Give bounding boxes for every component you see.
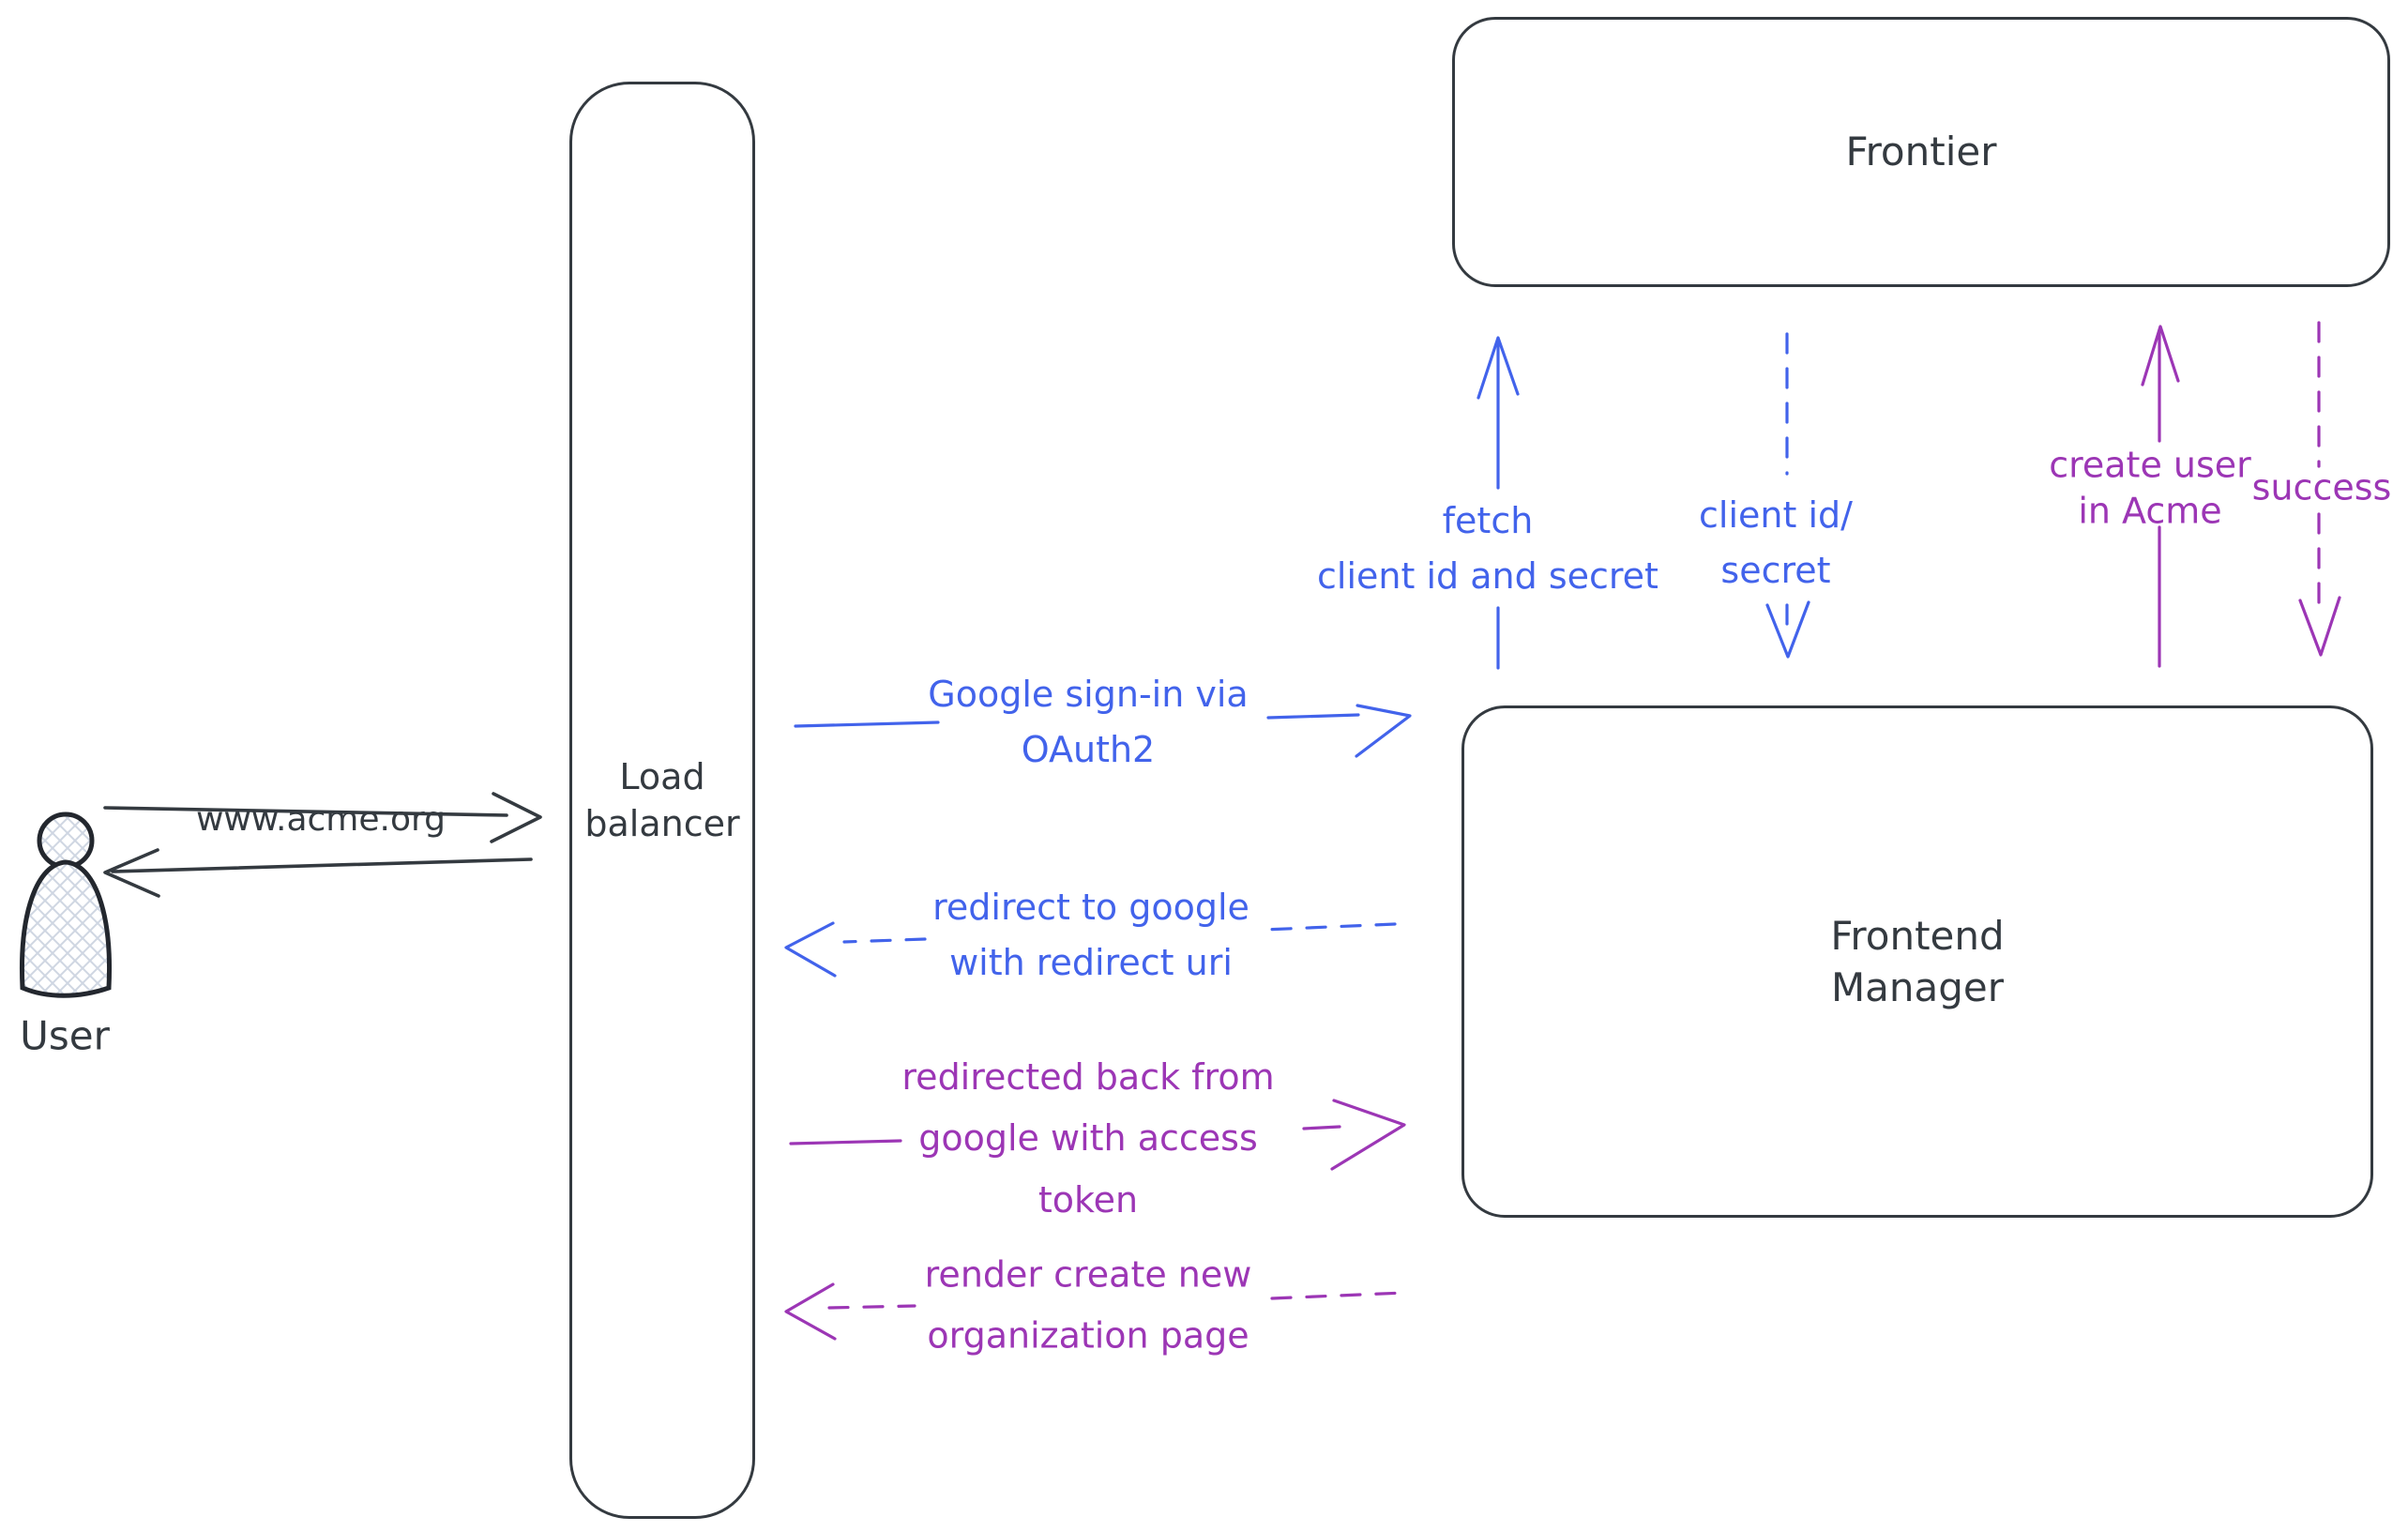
edge-label-www-acme: www.acme.org: [195, 800, 447, 840]
arrow-fetch-creds: [1477, 336, 1520, 670]
edge-label-client-id-secret: client id/ secret: [1699, 494, 1853, 591]
node-frontend-manager-label: Frontend Manager: [1830, 912, 2005, 1010]
arrow-client-id-secret: [1765, 332, 1810, 659]
node-load-balancer: Load balancer: [569, 82, 755, 1519]
user-icon: [19, 812, 113, 998]
arrow-www-acme: [103, 792, 542, 843]
node-load-balancer-label: Load balancer: [584, 755, 740, 844]
edge-label-redirected-back: redirected back from google with access …: [901, 1055, 1275, 1221]
edge-label-success: success: [2251, 466, 2392, 508]
arrow-lb-response: [103, 848, 533, 898]
node-frontier: Frontier: [1452, 17, 2390, 287]
arrow-create-user: [2141, 325, 2180, 668]
node-frontend-manager: Frontend Manager: [1461, 705, 2373, 1218]
edge-label-create-user: create user in Acme: [2049, 444, 2251, 532]
user-label: User: [20, 1012, 110, 1059]
edge-label-redirect-google: redirect to google with redirect uri: [932, 887, 1249, 983]
edge-label-render-page: render create new organization page: [924, 1253, 1252, 1357]
arrow-redirect-google: [784, 921, 1397, 978]
arrow-render-page: [784, 1282, 1406, 1341]
node-frontier-label: Frontier: [1845, 129, 1997, 175]
arrow-success: [2298, 321, 2341, 657]
arrow-google-signin: [794, 704, 1412, 758]
edge-label-google-signin: Google sign-in via OAuth2: [928, 674, 1249, 770]
edge-label-fetch-creds: fetch client id and secret: [1317, 500, 1658, 597]
arrow-redirected-back: [789, 1099, 1406, 1171]
